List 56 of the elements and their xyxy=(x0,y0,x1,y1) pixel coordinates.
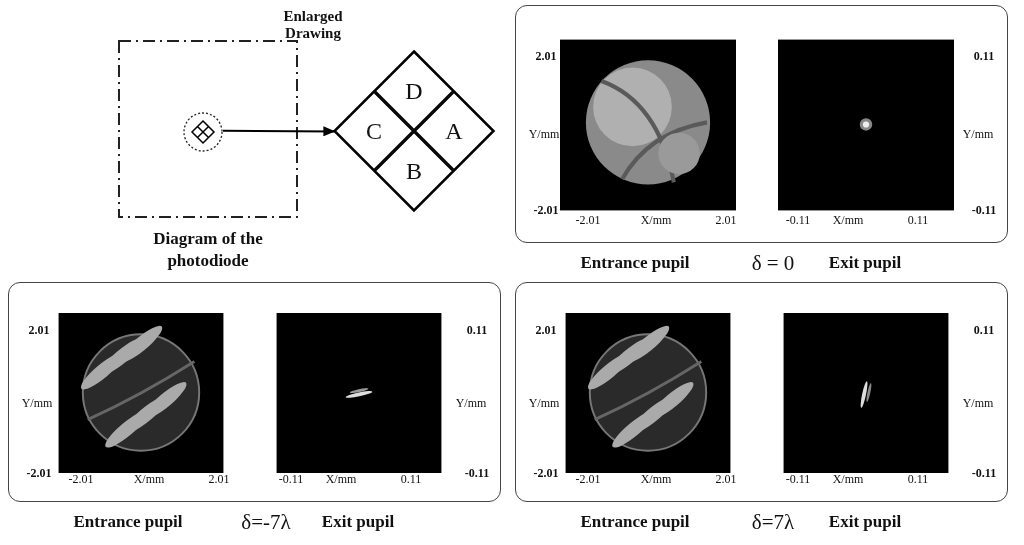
axis-label: X/mm xyxy=(325,471,357,487)
axis-label: Y/mm xyxy=(528,395,560,411)
tick-label: 2.01 xyxy=(535,48,557,64)
node-label: Entrance pupil xyxy=(580,512,690,532)
dotted-circle xyxy=(183,112,223,152)
axis-label: X/mm xyxy=(640,471,672,487)
tick-label: 0.11 xyxy=(907,471,929,487)
tick-label: -2.01 xyxy=(533,465,559,481)
tick-label: 0.11 xyxy=(973,322,995,338)
tick-label: 0.11 xyxy=(466,322,488,338)
tick-label: -2.01 xyxy=(533,202,559,218)
tick-label: -2.01 xyxy=(575,212,601,228)
axis-label: X/mm xyxy=(832,212,864,228)
tick-label: 2.01 xyxy=(535,322,557,338)
axis-label: Y/mm xyxy=(962,126,994,142)
tick-label: -0.11 xyxy=(278,471,304,487)
quadrant-letter: C xyxy=(366,117,382,145)
tick-label: -0.11 xyxy=(971,465,997,481)
axis-label: X/mm xyxy=(640,212,672,228)
heading: Enlarged Drawing xyxy=(282,8,344,42)
node-label: δ = 0 xyxy=(751,250,795,276)
quadrant-letter: A xyxy=(445,117,463,145)
tick-label: 2.01 xyxy=(208,471,230,487)
tick-label: -0.11 xyxy=(464,465,490,481)
node-label: Exit pupil xyxy=(828,253,902,273)
panel-frame xyxy=(8,282,501,502)
tick-label: 2.01 xyxy=(715,212,737,228)
node-label: Entrance pupil xyxy=(73,512,183,532)
tick-label: -0.11 xyxy=(971,202,997,218)
axis-label: Y/mm xyxy=(962,395,994,411)
tick-label: -0.11 xyxy=(785,471,811,487)
axis-label: Y/mm xyxy=(21,395,53,411)
axis-label: Y/mm xyxy=(455,395,487,411)
arrow xyxy=(221,126,336,137)
tick-label: -2.01 xyxy=(68,471,94,487)
tick-label: 2.01 xyxy=(28,322,50,338)
axis-label: Y/mm xyxy=(528,126,560,142)
node-label: δ=7λ xyxy=(751,509,795,535)
axis-label: X/mm xyxy=(133,471,165,487)
node-label: Entrance pupil xyxy=(580,253,690,273)
node-label: Diagram of the photodiode xyxy=(152,228,264,272)
quadrant-letter: D xyxy=(405,77,423,105)
node-label: Exit pupil xyxy=(321,512,395,532)
tick-label: -0.11 xyxy=(785,212,811,228)
tick-label: -2.01 xyxy=(26,465,52,481)
panel-frame xyxy=(515,5,1008,243)
node-label: Exit pupil xyxy=(828,512,902,532)
quadrant-letter: B xyxy=(406,157,422,185)
tick-label: 0.11 xyxy=(973,48,995,64)
tick-label: 0.11 xyxy=(907,212,929,228)
tick-label: 2.01 xyxy=(715,471,737,487)
node-label: δ=-7λ xyxy=(241,509,291,535)
tick-label: -2.01 xyxy=(575,471,601,487)
tick-label: 0.11 xyxy=(400,471,422,487)
axis-label: X/mm xyxy=(832,471,864,487)
panel-frame xyxy=(515,282,1008,502)
